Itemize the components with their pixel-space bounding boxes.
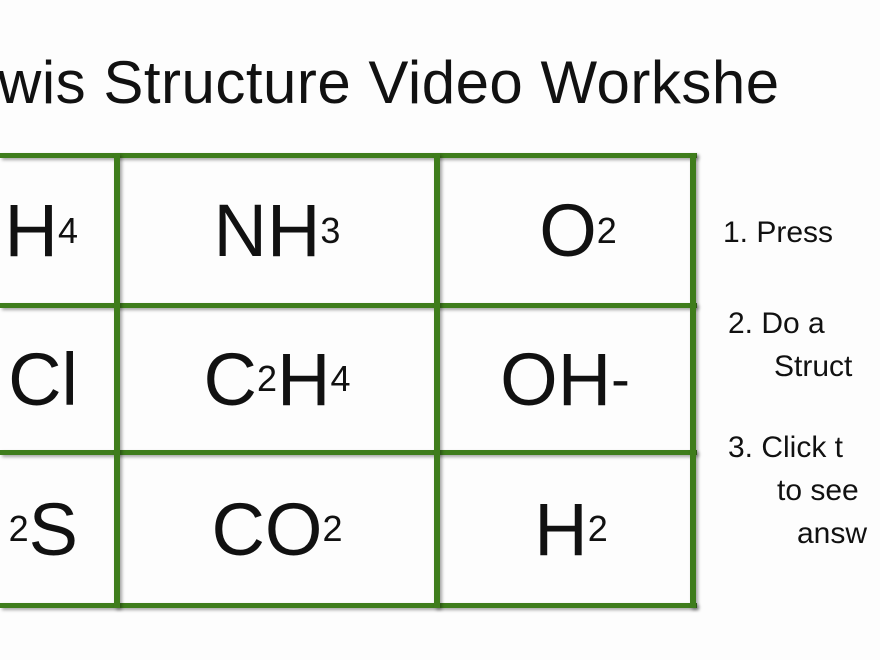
cell-oh-minus[interactable]: OH- bbox=[500, 337, 630, 421]
formula-main: OH bbox=[500, 337, 612, 421]
formula-subscript: 4 bbox=[330, 358, 351, 399]
instruction-step-3-line-1: 3. Click t bbox=[728, 431, 844, 464]
formula-part: H bbox=[277, 337, 331, 421]
formula-main: NH bbox=[213, 189, 321, 272]
grid-line-col1 bbox=[114, 153, 120, 608]
instruction-step-1: 1. Press bbox=[723, 216, 834, 249]
formula-main: H bbox=[4, 189, 58, 272]
formula-subscript: 3 bbox=[320, 209, 341, 251]
formula-subscript: 4 bbox=[57, 209, 78, 251]
formula-main: O bbox=[539, 189, 597, 272]
formula-subscript: 2 bbox=[596, 209, 617, 251]
formula-main: Cl bbox=[8, 337, 78, 421]
grid-line-bottom bbox=[0, 603, 697, 608]
instruction-step-3-line-3: answ bbox=[797, 517, 868, 550]
formula-subscript: 2 bbox=[8, 508, 29, 549]
grid-line-top bbox=[0, 153, 697, 158]
instruction-step-3-line-2: to see bbox=[777, 474, 859, 507]
grid-line-col2 bbox=[434, 153, 440, 608]
instruction-step-2-line-1: 2. Do a bbox=[728, 307, 825, 340]
worksheet-title: wis Structure Video Workshe bbox=[0, 49, 780, 116]
formula-main: H bbox=[534, 487, 588, 571]
grid-line-row1 bbox=[0, 303, 697, 308]
formula-part: C bbox=[203, 337, 257, 421]
instruction-step-2-line-2: Struct bbox=[774, 350, 853, 383]
formula-main: CO bbox=[211, 487, 323, 571]
formula-main: S bbox=[28, 487, 78, 571]
grid-line-row2 bbox=[0, 450, 697, 455]
formula-subscript: 2 bbox=[322, 508, 343, 549]
cell-hcl[interactable]: Cl bbox=[0, 308, 116, 450]
formula-subscript: 2 bbox=[587, 508, 608, 549]
grid-line-col3 bbox=[690, 153, 696, 608]
formula-subscript: 2 bbox=[256, 358, 277, 399]
